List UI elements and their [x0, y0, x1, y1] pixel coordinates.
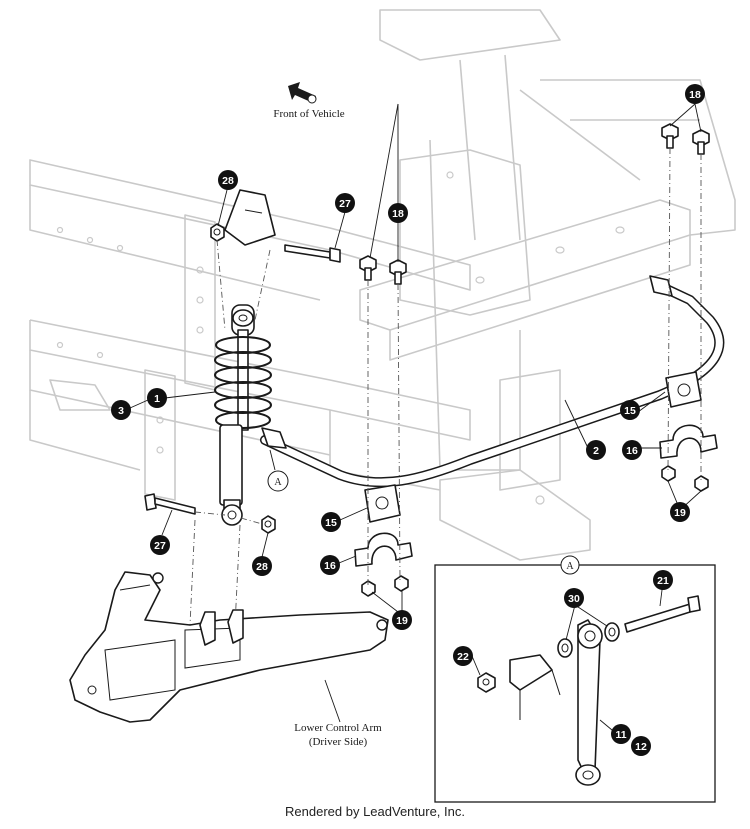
svg-text:11: 11 — [615, 729, 626, 741]
callout-1[interactable]: 1 — [147, 388, 167, 408]
clamp-16-right — [659, 424, 718, 459]
detail-view-a-marker — [560, 555, 580, 575]
callout-28-lower[interactable]: 28 — [252, 556, 272, 576]
svg-text:15: 15 — [624, 405, 636, 417]
nut-28-lower — [261, 515, 276, 534]
detail-marker-a-letter: A — [274, 477, 282, 488]
callout-15-right[interactable]: 15 — [620, 400, 640, 420]
callout-2[interactable]: 2 — [586, 440, 606, 460]
svg-text:18: 18 — [689, 89, 701, 101]
nuts-19-right — [661, 465, 709, 492]
callout-22[interactable]: 22 — [453, 646, 473, 666]
callout-18-top[interactable]: 18 — [685, 84, 705, 104]
front-of-vehicle-label: Front of Vehicle — [273, 108, 344, 120]
callout-12[interactable]: 12 — [631, 736, 651, 756]
front-direction-arrow-icon — [288, 82, 317, 104]
callout-16-left[interactable]: 16 — [320, 555, 340, 575]
lower-control-arm-label: Lower Control Arm — [294, 722, 382, 734]
shock-upper-bracket — [224, 189, 276, 246]
assembly-lines — [189, 147, 702, 626]
callout-16-right[interactable]: 16 — [622, 440, 642, 460]
svg-text:19: 19 — [674, 507, 686, 519]
callout-19-left[interactable]: 19 — [392, 610, 412, 630]
nuts-19-left — [361, 575, 409, 597]
callout-21[interactable]: 21 — [653, 570, 673, 590]
callout-27-upper[interactable]: 27 — [335, 193, 355, 213]
svg-text:28: 28 — [222, 175, 234, 187]
sway-bar — [260, 275, 725, 488]
svg-text:16: 16 — [626, 445, 638, 457]
svg-text:16: 16 — [324, 560, 336, 572]
callout-11[interactable]: 11 — [611, 724, 631, 744]
svg-text:22: 22 — [457, 651, 469, 663]
svg-text:28: 28 — [256, 561, 268, 573]
callout-3[interactable]: 3 — [111, 400, 131, 420]
vehicle-frame — [29, 9, 736, 561]
callout-30[interactable]: 30 — [564, 588, 584, 608]
svg-text:12: 12 — [635, 741, 647, 753]
bolts-18-right — [661, 123, 710, 155]
svg-text:3: 3 — [118, 405, 124, 417]
svg-text:30: 30 — [568, 593, 580, 605]
bolts-18-center — [359, 255, 407, 285]
bolt-27-lower — [144, 493, 196, 515]
svg-text:18: 18 — [392, 208, 404, 220]
svg-text:27: 27 — [154, 540, 166, 552]
svg-text:2: 2 — [593, 445, 599, 457]
footer-credit: Rendered by LeadVenture, Inc. — [285, 804, 465, 819]
svg-text:1: 1 — [154, 393, 160, 405]
callout-27-lower[interactable]: 27 — [150, 535, 170, 555]
svg-text:15: 15 — [325, 517, 337, 529]
coil-over-shock — [214, 304, 272, 526]
clamp-16-left — [354, 532, 413, 567]
detail-marker-a[interactable] — [267, 470, 289, 492]
callout-28-upper[interactable]: 28 — [218, 170, 238, 190]
lower-control-arm-side-label: (Driver Side) — [309, 736, 368, 748]
bolt-27-upper — [284, 244, 341, 263]
nut-28-upper — [210, 223, 225, 242]
callout-19-right[interactable]: 19 — [670, 502, 690, 522]
callout-15-left[interactable]: 15 — [321, 512, 341, 532]
callout-18-center[interactable]: 18 — [388, 203, 408, 223]
svg-text:27: 27 — [339, 198, 351, 210]
bushing-15-right — [665, 371, 702, 408]
svg-text:19: 19 — [396, 615, 408, 627]
detail-view-a-letter: A — [566, 561, 574, 572]
svg-text:21: 21 — [657, 575, 669, 587]
lower-control-arm — [69, 571, 389, 723]
bushing-15-left — [364, 484, 401, 523]
